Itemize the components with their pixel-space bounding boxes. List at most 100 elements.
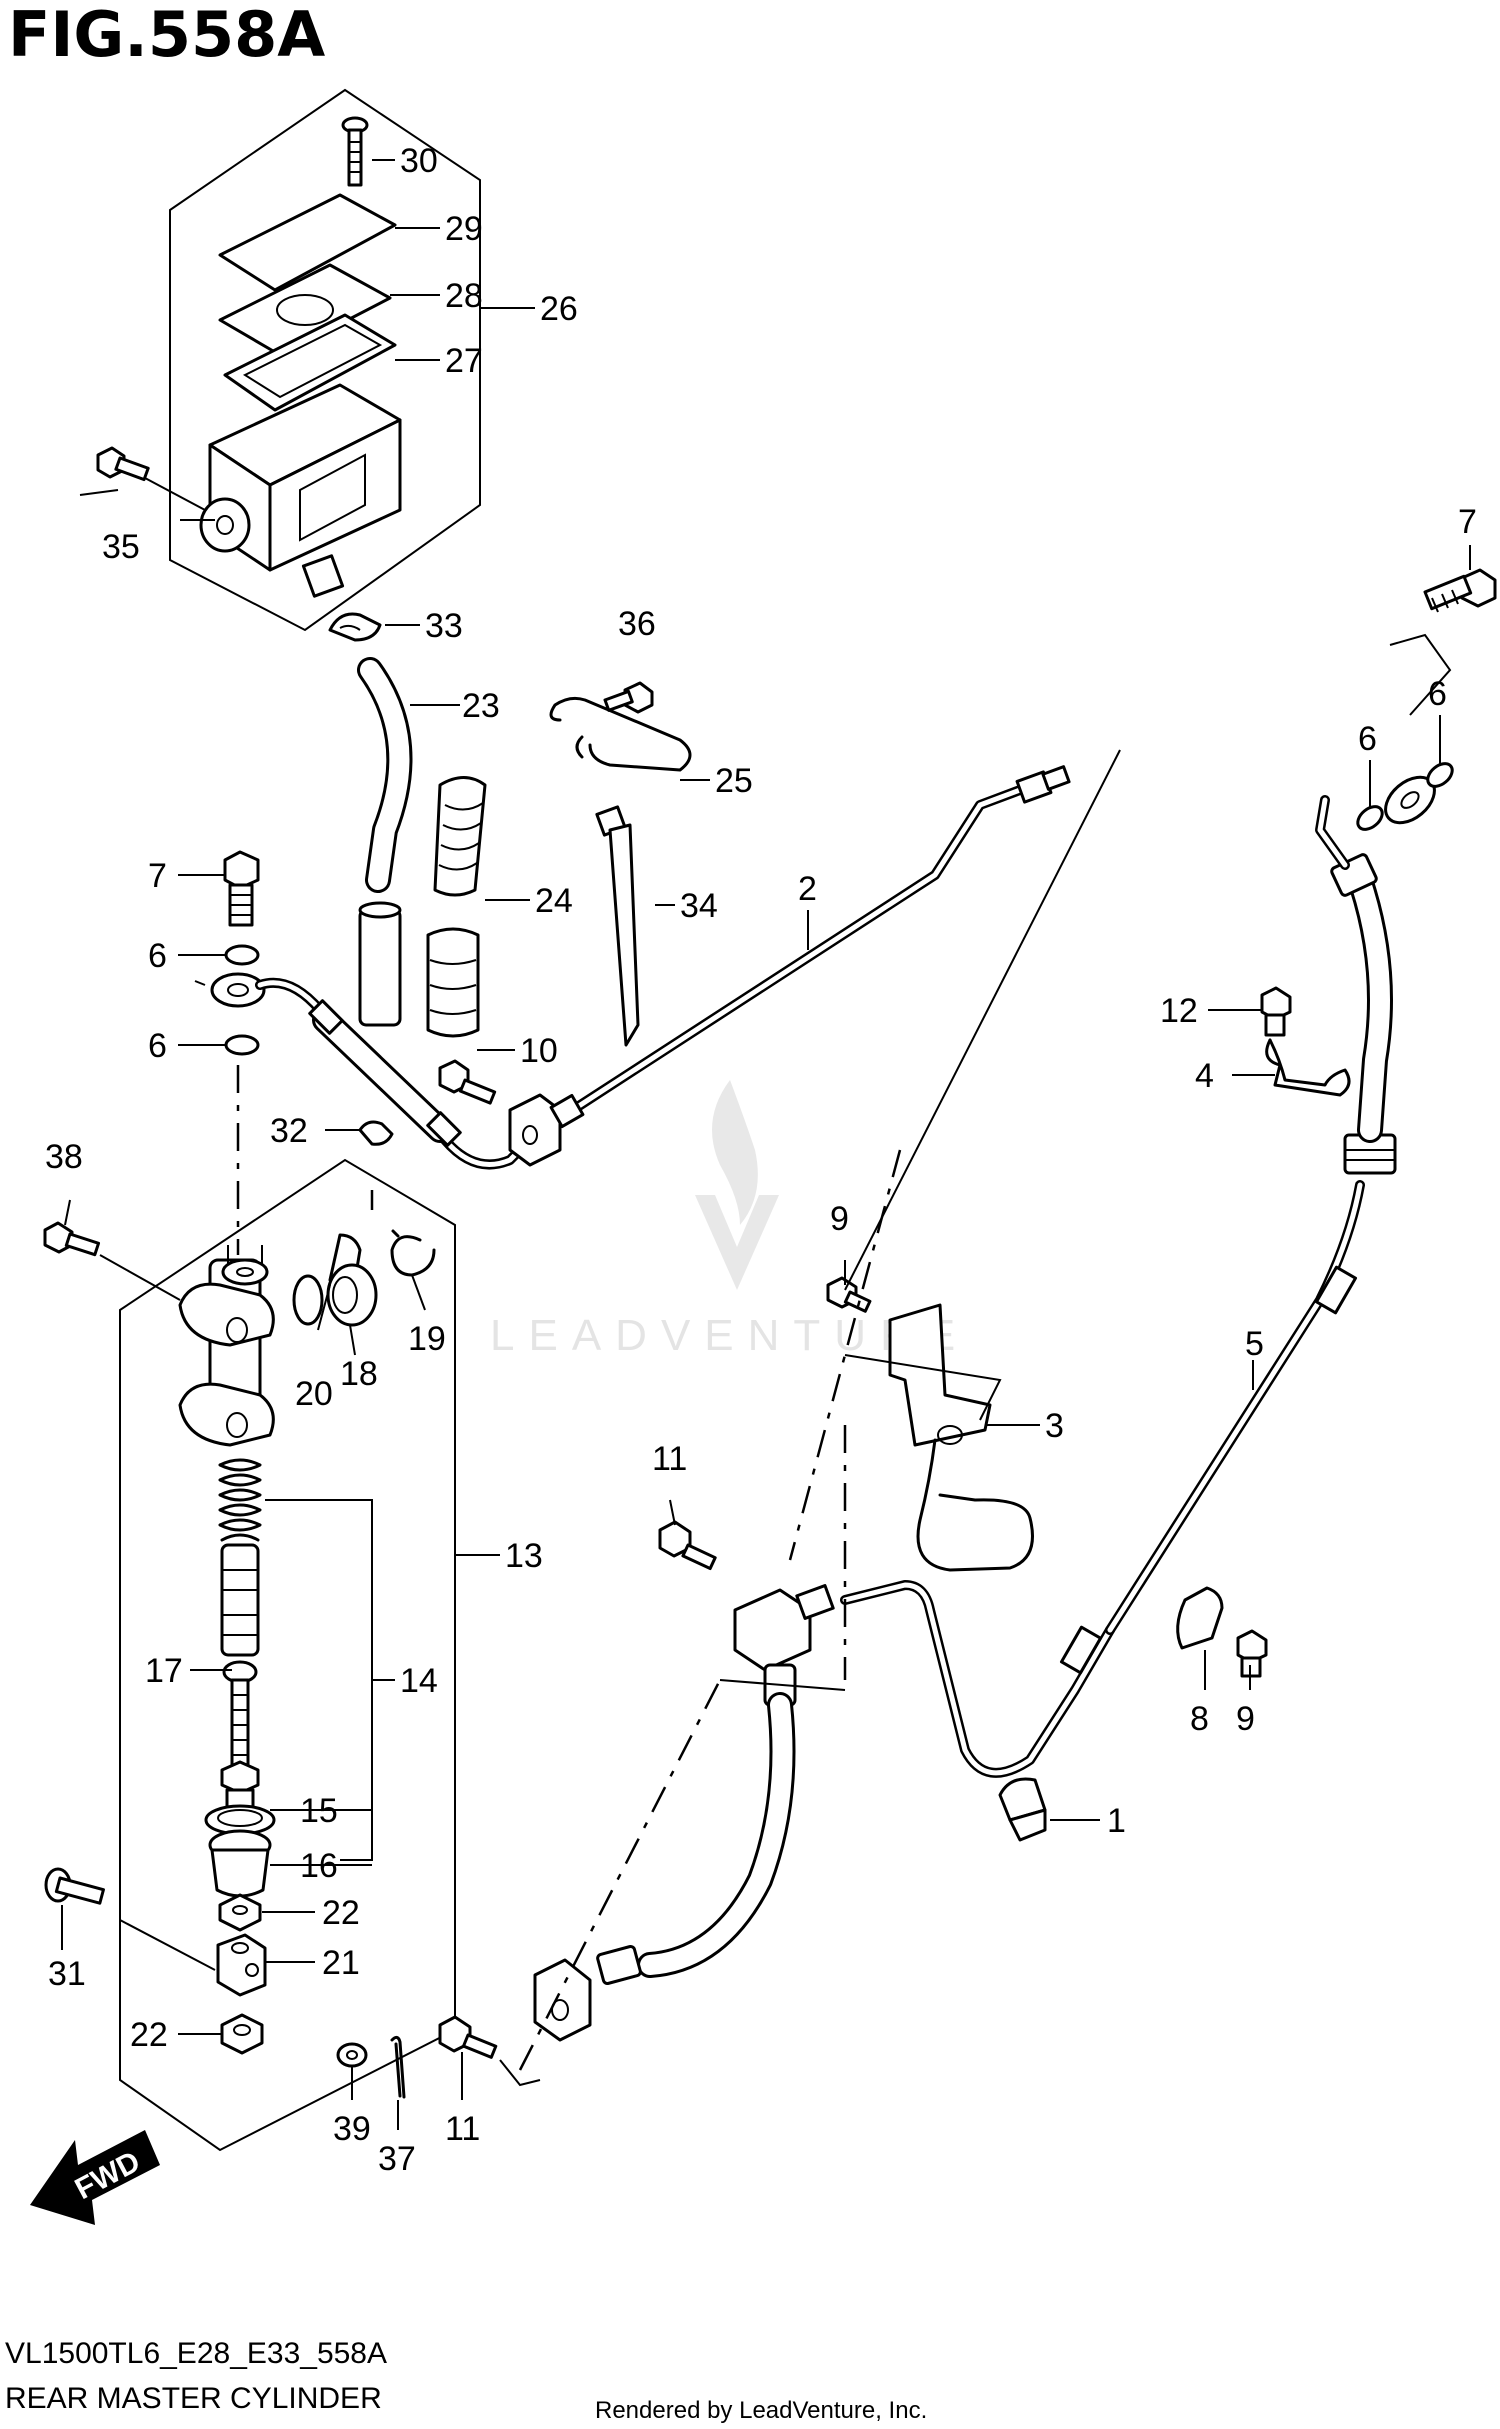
callout-27[interactable]: 27 [445, 342, 483, 380]
bolt-9-lower[interactable] [1236, 1629, 1268, 1678]
callout-24[interactable]: 24 [535, 882, 573, 920]
brake-hose-joint-upper[interactable] [508, 1093, 562, 1167]
circlip-19[interactable] [390, 1229, 436, 1277]
reservoir-assembly[interactable] [96, 88, 481, 632]
washer-39[interactable] [336, 2042, 368, 2068]
callout-2[interactable]: 2 [798, 870, 817, 908]
bolt-10[interactable] [438, 1059, 497, 1105]
callouts: 30 29 28 27 26 35 33 23 36 25 24 34 2 7 … [45, 142, 1477, 2178]
clevis-21[interactable] [216, 1933, 267, 1997]
callout-4[interactable]: 4 [1195, 1057, 1214, 1095]
callout-17[interactable]: 17 [145, 1652, 183, 1690]
callout-6-left-upper[interactable]: 6 [148, 937, 167, 975]
callout-33[interactable]: 33 [425, 607, 463, 645]
callout-19[interactable]: 19 [408, 1320, 446, 1358]
piston-set[interactable] [220, 1543, 260, 1657]
callout-39[interactable]: 39 [333, 2110, 371, 2148]
lower-brake-hose[interactable] [533, 1663, 797, 2042]
callout-9-lower[interactable]: 9 [1236, 1700, 1255, 1738]
callout-6-right-a[interactable]: 6 [1358, 720, 1377, 758]
washer-6-lower[interactable] [224, 1034, 260, 1056]
bolt-38[interactable] [43, 1221, 101, 1257]
callout-18[interactable]: 18 [340, 1355, 378, 1393]
callout-13[interactable]: 13 [505, 1537, 543, 1575]
washer-6-upper[interactable] [224, 944, 260, 966]
lock-nut-upper[interactable] [220, 1760, 260, 1795]
callout-36[interactable]: 36 [618, 605, 656, 643]
bolt-11-upper[interactable] [658, 1520, 717, 1571]
callout-12[interactable]: 12 [1160, 992, 1198, 1030]
callout-6-left-lower[interactable]: 6 [148, 1027, 167, 1065]
figure-title: FIG.558A [8, 0, 325, 71]
upper-brake-hose[interactable] [194, 972, 525, 1170]
reservoir-body[interactable] [199, 383, 402, 598]
callout-23[interactable]: 23 [462, 687, 500, 725]
nut-22-lower[interactable] [220, 2013, 264, 2055]
diaphragm-plate[interactable] [218, 263, 392, 357]
callout-22-lower[interactable]: 22 [130, 2016, 168, 2054]
callout-15[interactable]: 15 [300, 1792, 338, 1830]
callout-6-right-b[interactable]: 6 [1428, 675, 1447, 713]
grommet-1[interactable] [998, 1777, 1047, 1842]
cotter-pin-37[interactable] [390, 2035, 406, 2099]
bracket-3[interactable] [888, 1303, 1034, 1572]
bolt-9-upper[interactable] [826, 1276, 872, 1313]
callout-30[interactable]: 30 [400, 142, 438, 180]
brake-pipe-5[interactable] [840, 1180, 1365, 1778]
washer-6-right-a[interactable] [1353, 802, 1386, 834]
bolt-11-lower[interactable] [438, 2015, 498, 2059]
callout-14[interactable]: 14 [400, 1662, 438, 1700]
bolt-36[interactable] [603, 681, 654, 714]
diaphragm[interactable] [223, 313, 397, 412]
callout-28[interactable]: 28 [445, 277, 483, 315]
screw-30[interactable] [341, 116, 369, 187]
hose-protector[interactable] [426, 776, 487, 1038]
washer-6-right-b[interactable] [1423, 759, 1456, 791]
callout-29[interactable]: 29 [445, 210, 483, 248]
callout-37[interactable]: 37 [378, 2140, 416, 2178]
callout-3[interactable]: 3 [1045, 1407, 1064, 1445]
clevis-pin-31[interactable] [44, 1867, 105, 1905]
hose-clamp-32[interactable] [358, 1120, 394, 1146]
callout-38[interactable]: 38 [45, 1138, 83, 1176]
callout-25[interactable]: 25 [715, 762, 753, 800]
brake-pipe-2[interactable] [549, 765, 1071, 1129]
callout-31[interactable]: 31 [48, 1955, 86, 1993]
clamp-bracket-25[interactable] [549, 696, 692, 772]
union-bolt-7-left[interactable] [223, 850, 260, 927]
callout-1[interactable]: 1 [1107, 1802, 1126, 1840]
callout-10[interactable]: 10 [520, 1032, 558, 1070]
cable-tie[interactable] [595, 805, 640, 1047]
callout-26[interactable]: 26 [540, 290, 578, 328]
callout-11-upper[interactable]: 11 [652, 1440, 687, 1478]
boot-16[interactable] [208, 1829, 272, 1898]
master-cylinder-body[interactable] [178, 1245, 275, 1447]
spring[interactable] [218, 1458, 262, 1542]
callout-5[interactable]: 5 [1245, 1325, 1264, 1363]
o-ring-20[interactable] [292, 1274, 324, 1326]
reservoir-hose[interactable] [357, 657, 413, 1027]
rear-brake-hose-right[interactable] [1315, 795, 1397, 1175]
hose-clamp-33[interactable] [328, 612, 382, 642]
brake-hose-joint-lower[interactable] [733, 1584, 835, 1672]
nut-22-upper[interactable] [218, 1893, 262, 1932]
callout-35[interactable]: 35 [102, 528, 140, 566]
callout-8[interactable]: 8 [1190, 1700, 1209, 1738]
callout-11-lower[interactable]: 11 [445, 2110, 480, 2148]
callout-20[interactable]: 20 [295, 1375, 333, 1413]
callout-34[interactable]: 34 [680, 887, 718, 925]
callout-9-upper[interactable]: 9 [830, 1200, 849, 1238]
callout-22-upper[interactable]: 22 [322, 1894, 360, 1932]
callout-32[interactable]: 32 [270, 1112, 308, 1150]
union-bolt-7-right[interactable] [1423, 568, 1497, 613]
reservoir-cap[interactable] [218, 193, 397, 292]
callout-16[interactable]: 16 [300, 1847, 338, 1885]
clip-4[interactable] [1265, 1038, 1351, 1097]
callout-7-right[interactable]: 7 [1458, 503, 1477, 541]
callout-21[interactable]: 21 [322, 1944, 360, 1982]
bolt-12[interactable] [1260, 986, 1292, 1037]
callout-7-left[interactable]: 7 [148, 857, 167, 895]
bolt-35[interactable] [96, 446, 150, 482]
inlet-fitting[interactable] [326, 1233, 378, 1327]
clamp-8[interactable] [1176, 1586, 1224, 1650]
